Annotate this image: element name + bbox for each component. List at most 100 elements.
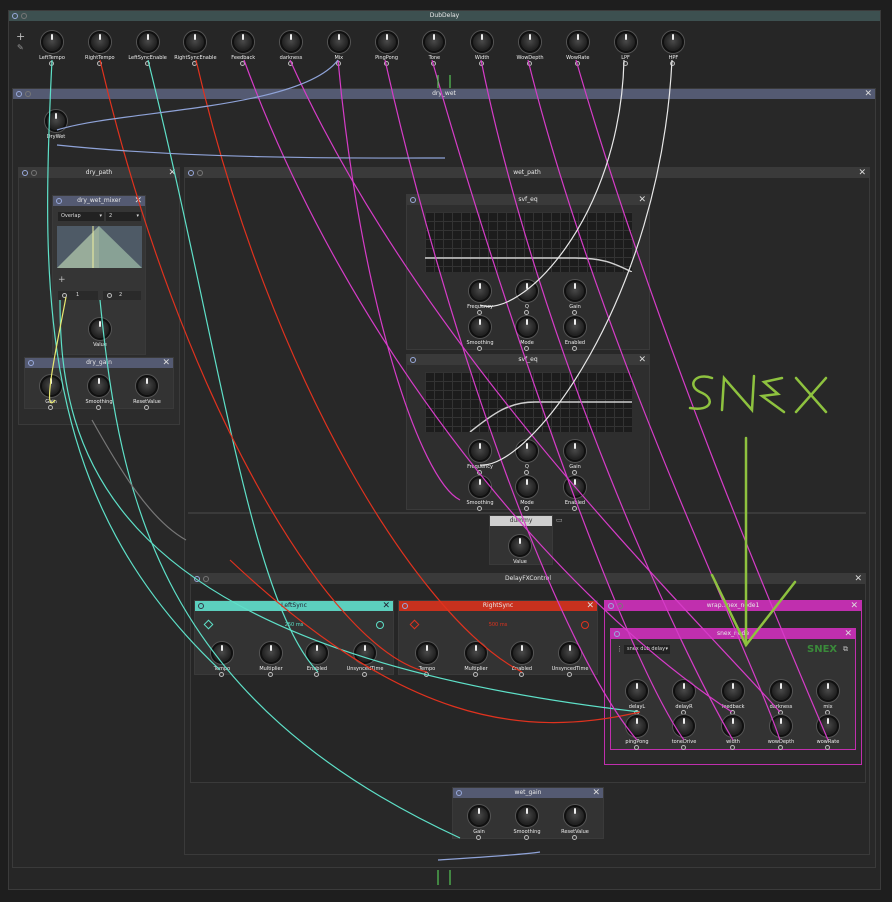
rightsync-0-dial[interactable] — [416, 642, 438, 664]
comment-icon[interactable]: ▭ — [556, 516, 563, 524]
rightsync-1-knob[interactable]: Multiplier — [464, 642, 488, 672]
snex-r1-4-dial[interactable] — [817, 680, 839, 702]
macro-righttempo-mod-port[interactable] — [96, 61, 102, 66]
svf2-0-dial[interactable] — [469, 440, 491, 462]
settings-icon[interactable] — [617, 603, 623, 609]
close-icon[interactable]: ✕ — [864, 89, 872, 99]
svf1-5-dial[interactable] — [564, 316, 586, 338]
svf2-1-mod-port[interactable] — [524, 470, 529, 475]
macro-darkness-dial[interactable] — [280, 31, 302, 53]
target-icon[interactable] — [107, 293, 112, 298]
svf1-2-mod-port[interactable] — [572, 310, 577, 315]
edit-macro-icon[interactable]: ✎ — [17, 43, 24, 52]
dry-gain-2-mod-port[interactable] — [144, 405, 149, 410]
snex-r2-3-knob[interactable]: wowDepth — [768, 715, 794, 745]
dry-gain-header[interactable]: dry_gain ✕ — [25, 358, 173, 368]
drywet-knob[interactable]: DryWet — [45, 110, 67, 140]
wet-gain-2-dial[interactable] — [564, 805, 586, 827]
close-icon[interactable]: ✕ — [638, 355, 646, 365]
macro-pingpong-dial[interactable] — [375, 31, 398, 53]
snex-node-header[interactable]: snex_node ✕ — [611, 629, 855, 639]
dummy-value-dial[interactable] — [509, 535, 531, 557]
svf2-2-dial[interactable] — [564, 440, 586, 462]
snex-r2-0-mod-port[interactable] — [634, 745, 639, 750]
power-icon[interactable] — [188, 170, 194, 176]
power-icon[interactable] — [608, 603, 614, 609]
macro-wowdepth-dial[interactable] — [519, 31, 541, 53]
close-icon[interactable]: ✕ — [858, 168, 866, 178]
wet-gain-header[interactable]: wet_gain ✕ — [453, 788, 603, 798]
svf1-0-knob[interactable]: Frequency — [467, 280, 493, 310]
leftsync-1-mod-port[interactable] — [268, 672, 273, 677]
settings-icon[interactable] — [197, 170, 203, 176]
power-icon[interactable] — [16, 91, 22, 97]
dry-gain-2-knob[interactable]: ResetValue — [133, 375, 161, 405]
svf2-4-knob[interactable]: Mode — [516, 476, 538, 506]
svf1-2-knob[interactable]: Gain — [564, 280, 586, 310]
rightsync-2-knob[interactable]: Enabled — [511, 642, 533, 672]
settings-icon[interactable] — [31, 170, 37, 176]
svf-eq-2-header[interactable]: svf_eq ✕ — [407, 355, 649, 365]
wet-gain-0-dial[interactable] — [468, 805, 490, 827]
mixer-slot-1[interactable]: 1 — [58, 291, 98, 300]
svf2-4-mod-port[interactable] — [524, 506, 529, 511]
svf2-5-knob[interactable]: Enabled — [564, 476, 586, 506]
snex-r1-3-knob[interactable]: darkness — [770, 680, 792, 710]
dry-gain-0-knob[interactable]: Gain — [40, 375, 62, 405]
svf2-3-mod-port[interactable] — [477, 506, 482, 511]
snex-r1-1-knob[interactable]: delayR — [673, 680, 695, 710]
svf2-0-mod-port[interactable] — [477, 470, 482, 475]
add-macro-icon[interactable]: + — [16, 30, 26, 43]
rightsync-1-dial[interactable] — [465, 642, 487, 664]
macro-lpf-knob[interactable]: LPF — [614, 31, 637, 61]
dry-gain-1-mod-port[interactable] — [96, 405, 101, 410]
snex-r2-4-mod-port[interactable] — [825, 745, 830, 750]
macro-lpf-mod-port[interactable] — [622, 61, 628, 66]
snex-r2-4-knob[interactable]: wowRate — [817, 715, 839, 745]
svf1-2-dial[interactable] — [564, 280, 586, 302]
drywet-dial[interactable] — [45, 110, 67, 132]
power-icon[interactable] — [456, 790, 462, 796]
rightsync-circle-icon[interactable] — [581, 621, 589, 629]
wet-path-header[interactable]: wet_path ✕ — [185, 168, 869, 178]
macro-hpf-dial[interactable] — [662, 31, 685, 53]
close-icon[interactable]: ✕ — [162, 358, 170, 368]
close-icon[interactable]: ✕ — [638, 195, 646, 205]
mixer-count-dropdown[interactable]: 2 ▾ — [106, 212, 141, 221]
power-icon[interactable] — [56, 198, 62, 204]
macro-lefttempo-dial[interactable] — [41, 31, 63, 53]
svf1-1-mod-port[interactable] — [524, 310, 529, 315]
leftsync-header[interactable]: LeftSync ✕ — [195, 601, 393, 611]
rightsync-2-dial[interactable] — [511, 642, 533, 664]
svf1-0-mod-port[interactable] — [477, 310, 482, 315]
leftsync-0-dial[interactable] — [211, 642, 233, 664]
svf-eq-1-header[interactable]: svf_eq ✕ — [407, 195, 649, 205]
svf1-1-dial[interactable] — [516, 280, 538, 302]
leftsync-3-dial[interactable] — [354, 642, 376, 664]
snex-r1-0-dial[interactable] — [626, 680, 648, 702]
svf2-0-knob[interactable]: Frequency — [467, 440, 493, 470]
snex-r2-1-dial[interactable] — [673, 715, 695, 737]
svf1-3-dial[interactable] — [469, 316, 491, 338]
snex-r2-0-knob[interactable]: pingPong — [625, 715, 649, 745]
rightsync-0-mod-port[interactable] — [424, 672, 429, 677]
snex-r2-1-knob[interactable]: toneDrive — [672, 715, 696, 745]
external-editor-icon[interactable]: ⧉ — [843, 645, 848, 653]
svf2-3-knob[interactable]: Smoothing — [466, 476, 494, 506]
power-icon[interactable] — [410, 197, 416, 203]
macro-rightsyncenable-dial[interactable] — [184, 31, 207, 53]
leftsync-1-dial[interactable] — [260, 642, 282, 664]
snex-r1-2-knob[interactable]: feedback — [722, 680, 744, 710]
settings-icon[interactable] — [21, 13, 27, 19]
dummy-header[interactable]: dummy — [490, 516, 552, 526]
svf1-3-mod-port[interactable] — [477, 346, 482, 351]
svf2-1-knob[interactable]: Q — [516, 440, 538, 470]
macro-mix-knob[interactable]: Mix — [327, 31, 350, 61]
macro-lpf-dial[interactable] — [614, 31, 637, 53]
macro-tone-dial[interactable] — [423, 31, 446, 53]
macro-wowrate-dial[interactable] — [566, 31, 589, 53]
macro-feedback-knob[interactable]: Feedback — [231, 31, 255, 61]
rightsync-3-mod-port[interactable] — [567, 672, 572, 677]
settings-icon[interactable] — [203, 576, 209, 582]
svf1-4-mod-port[interactable] — [524, 346, 529, 351]
